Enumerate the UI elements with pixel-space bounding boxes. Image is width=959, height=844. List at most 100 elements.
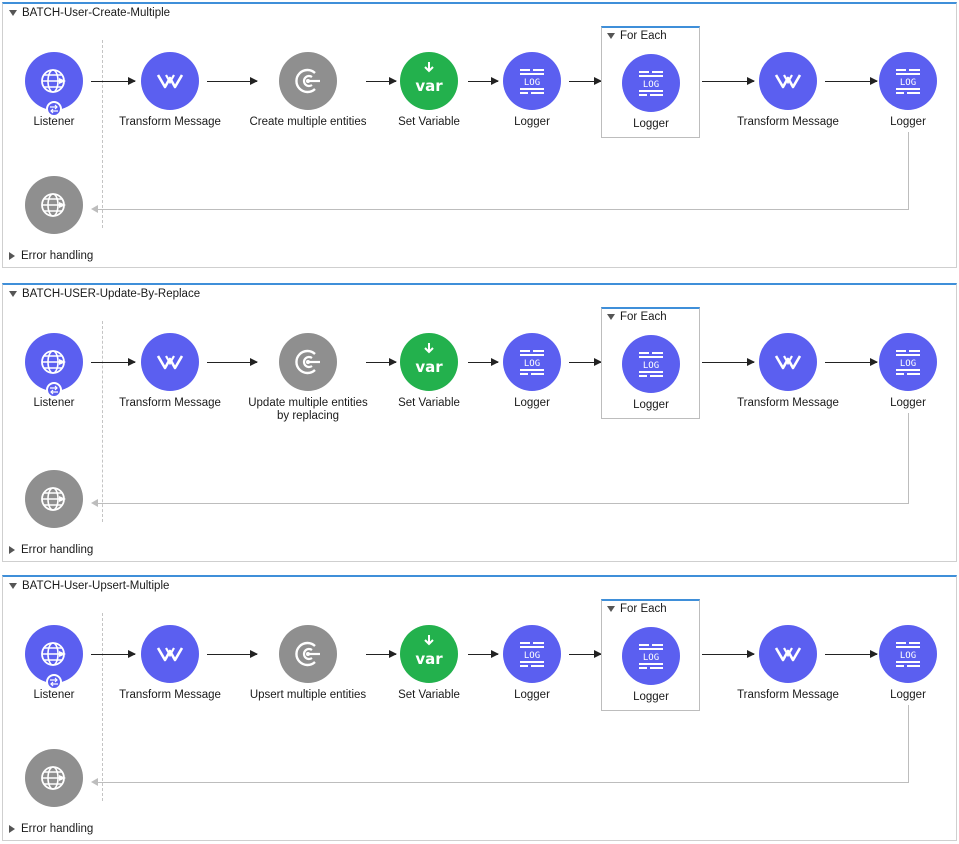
transform-message-component[interactable]: Transform Message (115, 333, 225, 410)
error-handling-toggle[interactable]: Error handling (9, 544, 93, 556)
transform-message-component[interactable]: Transform Message (115, 52, 225, 129)
source-divider (102, 321, 103, 522)
listener-label: Listener (33, 397, 75, 409)
log-icon: LOG (503, 625, 561, 683)
listener-component[interactable]: Listener (0, 333, 109, 410)
logger-component[interactable]: LOG Logger (853, 625, 959, 702)
error-handling-toggle[interactable]: Error handling (9, 250, 93, 262)
flow-arrow (702, 358, 755, 366)
error-handling-label: Error handling (21, 823, 94, 835)
listener-response-component[interactable] (0, 176, 109, 234)
listener-response-component[interactable] (0, 749, 109, 807)
log-icon-text: LOG (524, 651, 540, 661)
flow-title: BATCH-User-Upsert-Multiple (22, 580, 170, 592)
expand-triangle-icon[interactable] (9, 252, 15, 260)
for-each-title: For Each (620, 603, 667, 615)
globe-icon (25, 470, 83, 528)
logger-label: Logger (514, 397, 550, 409)
return-arrowhead-icon (91, 499, 98, 507)
dataweave-icon (141, 52, 199, 110)
flow-arrow (207, 77, 258, 85)
flow-arrow (702, 77, 755, 85)
flow-arrow (825, 77, 878, 85)
flow-arrow (207, 650, 258, 658)
flow-arrow (569, 358, 602, 366)
for-each-scope[interactable]: For Each LOG Logger (601, 26, 700, 138)
for-each-header[interactable]: For Each (607, 311, 667, 323)
flow-arrow (825, 650, 878, 658)
connector-component[interactable]: Create multiple entities (250, 52, 366, 129)
logger-component[interactable]: LOG Logger (596, 335, 706, 412)
var-icon-text: var (415, 77, 443, 95)
flow-header[interactable]: BATCH-User-Create-Multiple (9, 7, 170, 19)
transform-message-component[interactable]: Transform Message (733, 625, 843, 702)
flow-title: BATCH-USER-Update-By-Replace (22, 288, 201, 300)
log-icon-text: LOG (643, 653, 659, 663)
log-icon: LOG (622, 627, 680, 685)
logger-component[interactable]: LOG Logger (853, 333, 959, 410)
listener-response-component[interactable] (0, 470, 109, 528)
flow-arrow (825, 358, 878, 366)
collapse-triangle-icon[interactable] (607, 314, 615, 320)
logger-component[interactable]: LOG Logger (477, 333, 587, 410)
transform-message-component[interactable]: Transform Message (733, 52, 843, 129)
sync-badge-icon (46, 101, 62, 117)
response-return-line (95, 132, 909, 210)
logger-label: Logger (633, 118, 669, 130)
for-each-scope[interactable]: For Each LOG Logger (601, 307, 700, 419)
transform-label: Transform Message (119, 116, 221, 128)
connector-component[interactable]: Upsert multiple entities (250, 625, 366, 702)
set-variable-component[interactable]: var Set Variable (374, 52, 484, 129)
logger-label: Logger (514, 116, 550, 128)
var-icon: var (400, 52, 458, 110)
transform-message-component[interactable]: Transform Message (733, 333, 843, 410)
for-each-header[interactable]: For Each (607, 30, 667, 42)
flow-header[interactable]: BATCH-USER-Update-By-Replace (9, 288, 200, 300)
set-variable-component[interactable]: var Set Variable (374, 333, 484, 410)
logger-component[interactable]: LOG Logger (853, 52, 959, 129)
transform-label: Transform Message (737, 116, 839, 128)
log-icon-text: LOG (900, 359, 916, 369)
collapse-triangle-icon[interactable] (607, 606, 615, 612)
log-icon-text: LOG (524, 78, 540, 88)
logger-label: Logger (633, 399, 669, 411)
return-arrowhead-icon (91, 205, 98, 213)
globe-icon (25, 625, 83, 690)
log-icon: LOG (503, 333, 561, 391)
for-each-title: For Each (620, 30, 667, 42)
transform-message-component[interactable]: Transform Message (115, 625, 225, 702)
expand-triangle-icon[interactable] (9, 825, 15, 833)
logger-component[interactable]: LOG Logger (477, 52, 587, 129)
for-each-scope[interactable]: For Each LOG Logger (601, 599, 700, 711)
flow-header[interactable]: BATCH-User-Upsert-Multiple (9, 580, 169, 592)
connector-label: Upsert multiple entities (249, 689, 367, 701)
logger-component[interactable]: LOG Logger (477, 625, 587, 702)
log-icon: LOG (622, 54, 680, 112)
expand-triangle-icon[interactable] (9, 546, 15, 554)
collapse-triangle-icon[interactable] (9, 583, 17, 589)
log-icon: LOG (879, 52, 937, 110)
dataweave-icon (141, 333, 199, 391)
for-each-header[interactable]: For Each (607, 603, 667, 615)
var-icon: var (400, 625, 458, 683)
collapse-triangle-icon[interactable] (607, 33, 615, 39)
flow-container: BATCH-USER-Update-By-Replace (2, 283, 957, 562)
collapse-triangle-icon[interactable] (9, 10, 17, 16)
dataweave-icon (759, 52, 817, 110)
set-variable-label: Set Variable (398, 689, 460, 701)
connector-icon (279, 52, 337, 110)
collapse-triangle-icon[interactable] (9, 291, 17, 297)
flow-arrow (91, 358, 136, 366)
connector-component[interactable]: Update multiple entities by replacing (248, 333, 368, 423)
logger-component[interactable]: LOG Logger (596, 627, 706, 704)
flow-arrow (468, 77, 499, 85)
set-variable-component[interactable]: var Set Variable (374, 625, 484, 702)
response-return-line (95, 413, 909, 504)
listener-component[interactable]: Listener (0, 52, 109, 129)
listener-label: Listener (33, 689, 75, 701)
error-handling-toggle[interactable]: Error handling (9, 823, 93, 835)
flow-arrow (702, 650, 755, 658)
logger-component[interactable]: LOG Logger (596, 54, 706, 131)
log-icon: LOG (879, 333, 937, 391)
listener-component[interactable]: Listener (0, 625, 109, 702)
